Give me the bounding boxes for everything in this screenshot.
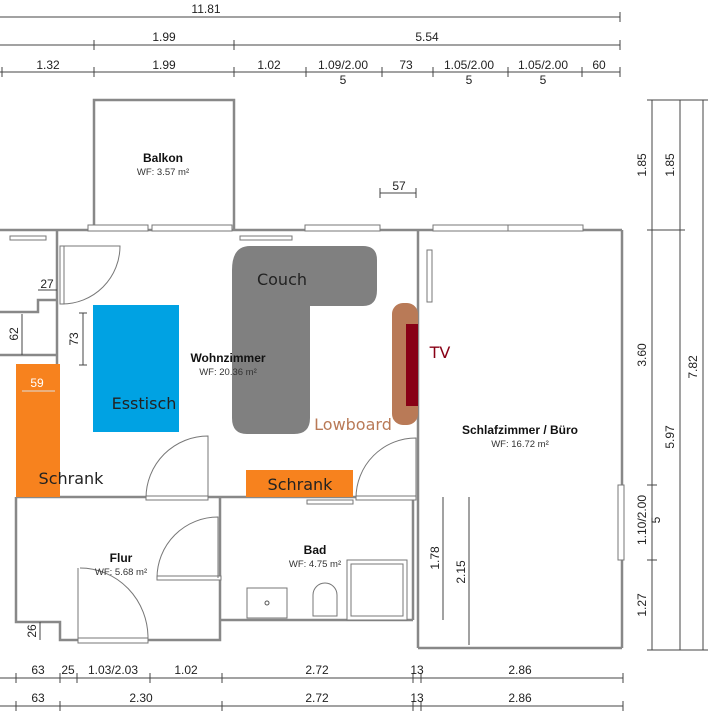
dim-label: 25 (61, 663, 75, 677)
windows (9, 224, 625, 561)
dim-label: 5 (340, 73, 347, 87)
room-name-balkon: Balkon (143, 151, 183, 165)
window (9, 235, 47, 241)
tv-label: TV (429, 343, 451, 362)
dim-label: 13 (410, 663, 424, 677)
dim-label: 73 (67, 332, 81, 346)
room-name-wohnzimmer: Wohnzimmer (190, 351, 265, 365)
dim-label: 2.86 (508, 663, 532, 677)
right-dimensions: 1.85 3.60 1.10/2.00 5 1.27 1.85 5.97 7.8… (635, 99, 708, 651)
dim-label: 2.86 (508, 691, 532, 705)
dim-label: 59 (30, 376, 44, 390)
dim-label: 57 (392, 179, 406, 193)
dim-label: 1.85 (635, 153, 649, 177)
dim-label: 1.78 (428, 546, 442, 570)
dim-label: 2.72 (305, 663, 329, 677)
dim-label: 1.02 (174, 663, 198, 677)
dim-label: 63 (31, 663, 45, 677)
window (306, 499, 354, 505)
dim-label: 13 (410, 691, 424, 705)
dim-label: 1.85 (663, 153, 677, 177)
couch (232, 246, 377, 434)
window (151, 224, 233, 232)
dim-label: 27 (40, 277, 54, 291)
toilet (312, 582, 338, 617)
dim-label: 1.05/2.00 (518, 58, 568, 72)
window (87, 224, 149, 232)
dim-label: 1.99 (152, 30, 176, 44)
dim-total-width: 11.81 (191, 2, 220, 16)
room-area-balkon: WF: 3.57 m² (137, 167, 189, 178)
dim-label: 1.05/2.00 (444, 58, 494, 72)
room-name-flur: Flur (110, 551, 133, 565)
room-labels: Balkon WF: 3.57 m² Wohnzimmer WF: 20.36 … (95, 151, 578, 578)
dim-label: 5.54 (415, 30, 439, 44)
dim-label: 1.27 (635, 593, 649, 617)
top-dimensions: 11.81 1.99 5.54 1.32 1.99 1.02 1.09/2.00… (0, 2, 621, 87)
esstisch-label: Esstisch (112, 394, 177, 413)
furniture: Esstisch Couch TV Lowboard Schrank Schra… (16, 246, 450, 497)
dim-label: 2.30 (129, 691, 153, 705)
dim-label: 26 (25, 624, 39, 638)
dim-label: 5 (466, 73, 473, 87)
doors (59, 245, 417, 644)
couch-label: Couch (257, 270, 307, 289)
dim-label: 2.15 (454, 560, 468, 584)
sink-drain-icon (264, 600, 270, 606)
dim-label: 1.09/2.00 (318, 58, 368, 72)
room-name-schlafzimmer: Schlafzimmer / Büro (462, 423, 578, 437)
dim-label: 3.60 (635, 343, 649, 367)
inner-dimensions: 57 27 62 73 59 1.78 2.15 26 (7, 179, 470, 645)
dim-label: 60 (592, 58, 606, 72)
window (507, 224, 584, 232)
dim-label: 1.03/2.03 (88, 663, 138, 677)
schrank-left-label: Schrank (39, 469, 105, 488)
room-name-bad: Bad (304, 543, 327, 557)
dim-label: 62 (7, 327, 21, 341)
schrank-center (246, 470, 353, 497)
room-area-schlafzimmer: WF: 16.72 m² (491, 439, 549, 450)
dim-label: 5.97 (663, 425, 677, 449)
bathroom-fixtures (246, 559, 408, 621)
bottom-dimensions: 63 25 1.03/2.03 1.02 2.72 13 2.86 63 2.3… (0, 663, 624, 711)
dim-label: 73 (399, 58, 413, 72)
dim-label: 5 (540, 73, 547, 87)
lowboard-label: Lowboard (314, 415, 392, 434)
window (239, 235, 293, 241)
dim-label: 7.82 (686, 355, 700, 379)
dim-label: 1.32 (36, 58, 60, 72)
schrank-center-label: Schrank (268, 475, 334, 494)
dim-label: 1.02 (257, 58, 281, 72)
window (617, 484, 625, 561)
dim-label: 5 (649, 516, 663, 523)
window (432, 224, 509, 232)
window (304, 224, 381, 232)
esstisch (93, 305, 179, 432)
room-area-bad: WF: 4.75 m² (289, 559, 341, 570)
dim-label: 1.99 (152, 58, 176, 72)
dim-label: 1.10/2.00 (635, 495, 649, 545)
schrank-left (16, 364, 60, 497)
tv (406, 324, 418, 406)
dim-label: 63 (31, 691, 45, 705)
dim-label: 2.72 (305, 691, 329, 705)
window (426, 249, 433, 303)
room-area-wohnzimmer: WF: 20.36 m² (199, 367, 257, 378)
room-area-flur: WF: 5.68 m² (95, 567, 147, 578)
sink (246, 587, 288, 619)
